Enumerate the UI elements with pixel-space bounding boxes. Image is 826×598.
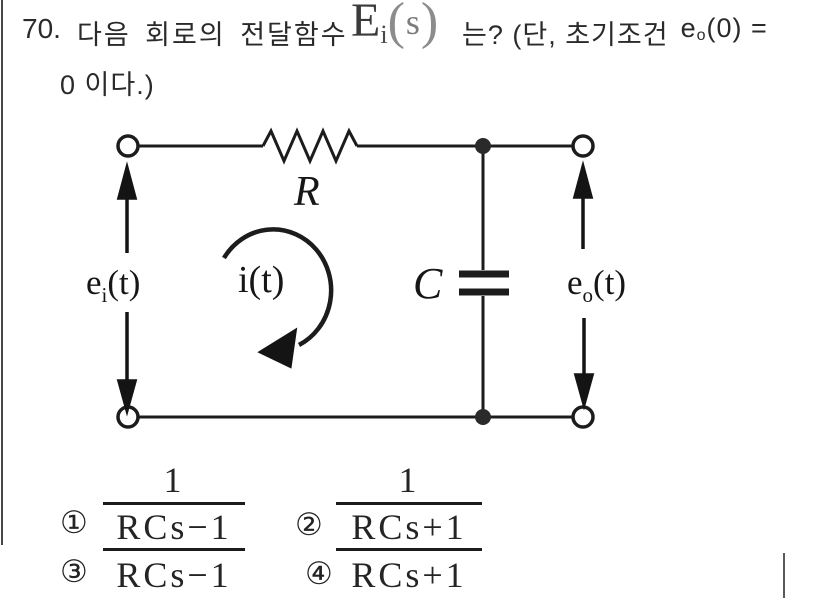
current-loop-arrowhead: [257, 327, 298, 369]
choice-3-marker: ③: [60, 554, 88, 589]
question-line2: 0 이다.): [60, 70, 155, 100]
column-divider-line: [783, 553, 785, 598]
input-arrow-down-head: [116, 379, 138, 417]
current-label: i(t): [238, 259, 285, 301]
choice-2-marker: ②: [295, 507, 323, 542]
output-voltage-arg: (t): [593, 263, 627, 302]
question-suffix: 는? (단, 초기조건 e o (0) =: [462, 13, 768, 52]
resistor-label: R: [294, 169, 320, 215]
question-text: 다음 회로의 전달함수: [77, 20, 348, 50]
input-arrow-up-head: [116, 161, 138, 200]
math-arg-s: s: [405, 2, 420, 42]
input-voltage-base: e: [86, 263, 102, 302]
math-open-paren: (: [387, 0, 405, 50]
initial-condition: e o (0) =: [681, 13, 768, 45]
output-voltage-subscript: o: [582, 283, 594, 307]
math-close-paren: ): [420, 0, 439, 50]
capacitor-label: C: [413, 259, 443, 308]
transfer-function-math: E i ( s ): [351, 0, 438, 48]
terminal-input-top: [116, 134, 140, 158]
terminal-output-bottom: [571, 405, 595, 429]
page-left-border-line: [1, 0, 3, 545]
choice-2-denominator: RCs+1: [336, 505, 482, 551]
choice-3-expression: RCs−1: [116, 555, 232, 595]
resistor-symbol: [261, 127, 359, 165]
output-arrow-down-head: [573, 373, 595, 411]
choice-1-numerator: 1: [103, 457, 245, 505]
choice-2-numerator: 1: [336, 457, 482, 505]
terminal-input-bottom: [116, 405, 140, 429]
junction-dot-bottom: [475, 409, 491, 425]
output-voltage-label: e o (t): [567, 263, 626, 306]
choice-4-marker: ④: [305, 556, 333, 591]
math-subscript: i: [380, 20, 388, 49]
output-arrow-up-head: [572, 160, 594, 199]
choice-1-marker: ①: [60, 505, 88, 540]
choice-4-expression: RCs+1: [351, 555, 467, 595]
input-voltage-label: e i (t): [86, 263, 140, 306]
question-suffix-text: 는? (단, 초기조건: [462, 20, 669, 50]
condition-base-e: e: [680, 13, 697, 43]
math-base-E: E: [351, 0, 381, 47]
input-voltage-subscript: i: [101, 283, 108, 307]
output-voltage-base: e: [567, 263, 583, 302]
terminal-output-top: [571, 134, 595, 158]
condition-subscript: o: [696, 27, 707, 44]
choice-1-denominator: RCs−1: [103, 505, 245, 551]
question-number: 70.: [22, 13, 61, 44]
condition-rest: (0) =: [706, 13, 768, 43]
junction-dot-top: [475, 138, 491, 154]
input-voltage-arg: (t): [107, 263, 141, 302]
